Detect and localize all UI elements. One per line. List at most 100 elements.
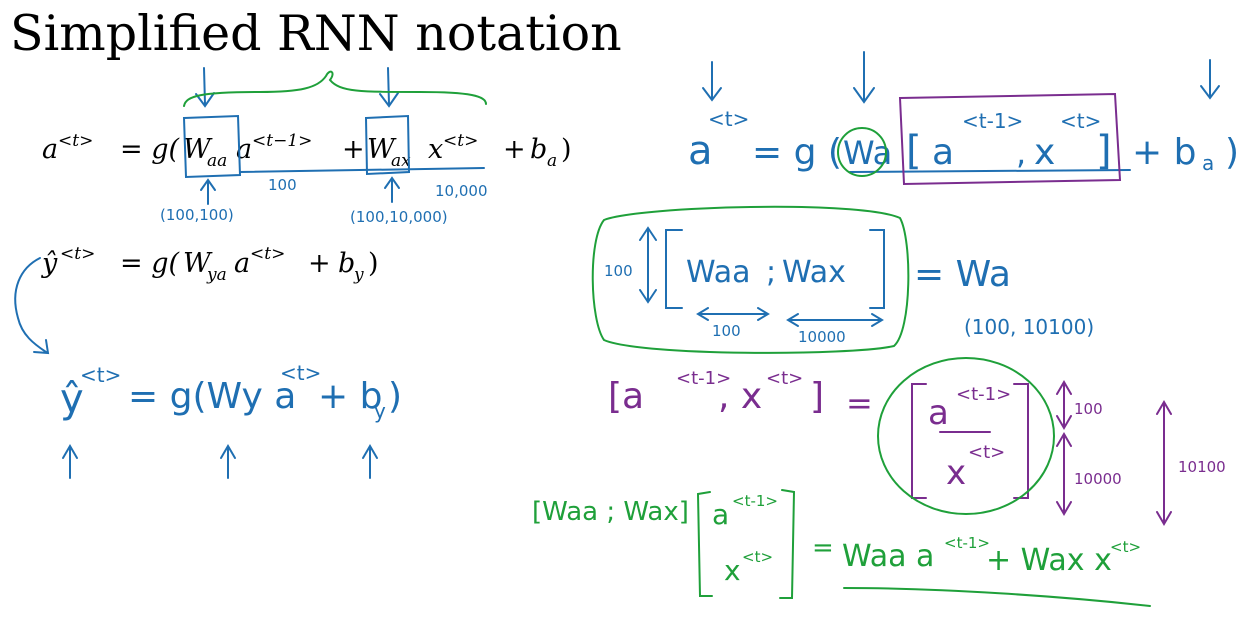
hw-yhat-a-sup: <t> (280, 361, 321, 385)
stack-lhs-x: , x (718, 376, 762, 417)
eq1-lhs-sup: <t> (58, 131, 93, 151)
stack-bot-sup: <t> (968, 442, 1005, 463)
eq1-plus2: + (503, 134, 526, 165)
wa-wax: Wax (782, 255, 846, 290)
eq1-eq-g: = g( (120, 134, 180, 165)
wa-height-arrow (639, 226, 657, 304)
eq1-b-sub: a (547, 151, 557, 171)
note-100: 100 (268, 176, 297, 194)
wax-width-arrow (786, 313, 884, 327)
hw-open: [ (906, 128, 922, 174)
handwritten-a-equation: a <t> = g ( Wa + b a ) (688, 107, 1239, 175)
arrow-up-wax (384, 176, 400, 203)
underline-right-eq (849, 169, 1131, 173)
stack-10000-arrow (1056, 432, 1072, 516)
eq2-a: a (234, 248, 250, 279)
hw-a: a (688, 128, 713, 174)
bottom-underline (843, 587, 1151, 607)
stack-lhs: [a <t-1> , x <t> ] = a <t-1> x <t> 100 1… (608, 368, 1226, 493)
stack-10100: 10100 (1178, 458, 1226, 476)
wa-dims: (100, 10100) (964, 315, 1094, 339)
green-brace (183, 70, 487, 107)
eq1-wax: W (367, 134, 397, 165)
left-dimension-notes: 100 10,000 (100,100) (100,10,000) (160, 176, 488, 226)
bottom-bot: x (724, 554, 741, 587)
arrow-to-yhat (14, 257, 50, 355)
eq1-x: x (428, 134, 443, 165)
hw-yhat-plus: + b (318, 376, 382, 417)
bottom-eq: = (812, 533, 834, 563)
equation-a-t: a <t> = g( W aa a <t−1> + W ax x <t> + b… (42, 131, 572, 171)
eq1-wax-sub: ax (391, 151, 411, 171)
hw-a2-sup: <t-1> (962, 109, 1023, 133)
bottom-lhs: [Waa ; Wax] (532, 497, 689, 527)
wa-right-bracket (869, 229, 885, 309)
stack-lhs-a-sup: <t-1> (676, 368, 731, 389)
bottom-strokes (696, 489, 1151, 607)
wa-cols-10000: 10000 (798, 328, 846, 346)
bottom-rhs-1-sup: <t-1> (944, 534, 990, 552)
hw-plus-b: + b (1132, 132, 1196, 173)
arrow-up-wy (220, 444, 236, 479)
wa-left-bracket (665, 229, 683, 309)
hw-yhat: ŷ (60, 376, 84, 422)
green-box-wa-matrix (591, 205, 910, 354)
eq1-lhs: a (42, 134, 58, 165)
arrow-down-a (702, 61, 722, 102)
eq1-b: b (530, 134, 547, 165)
eq2-close: ) (368, 248, 379, 279)
stack-eq: = (846, 384, 873, 422)
equation-yhat-t: ŷ <t> = g( W ya a <t> + b y ) (41, 244, 379, 285)
wa-matrix-strokes (639, 226, 885, 327)
dims-wax: (100,10,000) (350, 208, 448, 226)
box-wax (364, 114, 411, 176)
wa-cols-100: 100 (712, 322, 741, 340)
bottom-equation: [Waa ; Wax] a <t-1> x <t> = Waa a <t-1> … (532, 492, 1141, 587)
circle-wa (837, 127, 887, 177)
eq2-lhs: ŷ (41, 248, 58, 279)
hw-wa: Wa (843, 134, 892, 172)
note-10000: 10,000 (435, 182, 488, 200)
hw-paren: ) (1225, 132, 1239, 173)
stack-lhs-close: ] (810, 376, 824, 417)
eq2-wya-sub: ya (206, 265, 227, 285)
eq2-plus: + (308, 248, 331, 279)
waa-width-arrow (696, 307, 770, 321)
eq1-close: ) (561, 134, 572, 165)
handwritten-yhat-equation: ŷ <t> = g(Wy a <t> + b y ) (60, 361, 402, 423)
hw-yhat-eq: = g(Wy a (128, 376, 296, 417)
hw-yhat-sup: <t> (80, 363, 121, 387)
arrow-down-waa (195, 67, 215, 108)
box-ax (898, 92, 1122, 186)
hw-yhat-b-sub: y (374, 399, 386, 423)
wa-sep: ; (766, 255, 776, 290)
eq2-a-sup: <t> (250, 244, 285, 264)
bottom-rhs-2: + Wax x (986, 543, 1112, 578)
wa-waa: Waa (686, 255, 751, 290)
bottom-bot-sup: <t> (742, 548, 773, 566)
bottom-right-bracket (779, 489, 796, 599)
underline-eq1 (239, 167, 485, 173)
hw-comma: , (1016, 134, 1026, 172)
stack-bot-x: x (946, 453, 966, 493)
hw-stack-inline: [ a <t-1> , x <t> ] (906, 109, 1112, 174)
green-circle-stack (877, 357, 1055, 515)
stack-strokes (911, 380, 1172, 526)
stack-lhs-a: [a (608, 376, 644, 417)
hw-a2: a (932, 132, 954, 173)
arrow-down-ba (1200, 59, 1220, 100)
right-top-arrows (702, 51, 1220, 173)
wa-matrix-text: 100 Waa ; Wax = Wa 100 10000 (100, 10100… (604, 254, 1094, 346)
bottom-rhs-2-sup: <t> (1110, 538, 1141, 556)
wa-rows-100: 100 (604, 262, 633, 280)
bottom-left-bracket (696, 491, 713, 597)
stack-right-bracket (1013, 383, 1029, 499)
arrow-down-wax (379, 67, 399, 108)
bottom-top: a (712, 498, 729, 531)
hw-close: ] (1096, 128, 1112, 174)
wa-eq: = Wa (914, 254, 1011, 295)
stack-10000: 10000 (1074, 470, 1122, 488)
arrow-down-wa (853, 51, 875, 104)
